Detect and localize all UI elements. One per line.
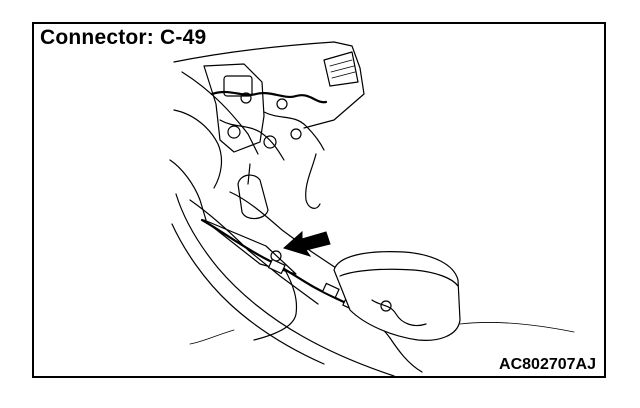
armrest-harness [371,299,427,327]
connector-block-1 [267,258,286,275]
dash-harness-drop [305,153,321,209]
dash-harness-main [210,90,328,104]
console-harness-branch [253,267,298,341]
console-top-right [229,191,337,269]
console-tray [203,219,297,275]
armrest-lid-edge [339,268,459,287]
harness-clip-4 [290,128,302,140]
dashboard-outline [173,41,365,129]
indicator-arrow [283,230,331,257]
left-dash-edge [173,109,223,189]
harness-clip-5 [227,125,241,139]
console-left-side [175,193,395,376]
diagram-title: Connector: C-49 [40,26,209,50]
harness-clip-3 [263,135,277,149]
dash-harness-branch-b [263,111,325,151]
diagram-frame: Connector: C-49 AC802707AJ [32,22,606,378]
armrest [333,251,461,341]
figure-code: AC802707AJ [497,356,596,374]
shift-boot [237,174,269,220]
dashboard-upper-edge [181,71,259,155]
vehicle-interior-drawing [169,41,575,376]
dash-harness-branch-a [219,119,285,161]
vent-slats [329,59,356,79]
display-opening [223,75,253,97]
console-lower-base [171,223,325,365]
shift-lever [247,163,251,185]
left-lower-trim [169,159,207,221]
air-vent-right [323,51,359,87]
center-panel [203,63,265,153]
floor-line-right [459,322,575,333]
floor-line-left [189,329,235,345]
harness-clip-2 [276,98,288,110]
armrest-connector [380,300,392,312]
connector-block-2 [321,282,340,299]
harness-clip-1 [240,92,252,104]
